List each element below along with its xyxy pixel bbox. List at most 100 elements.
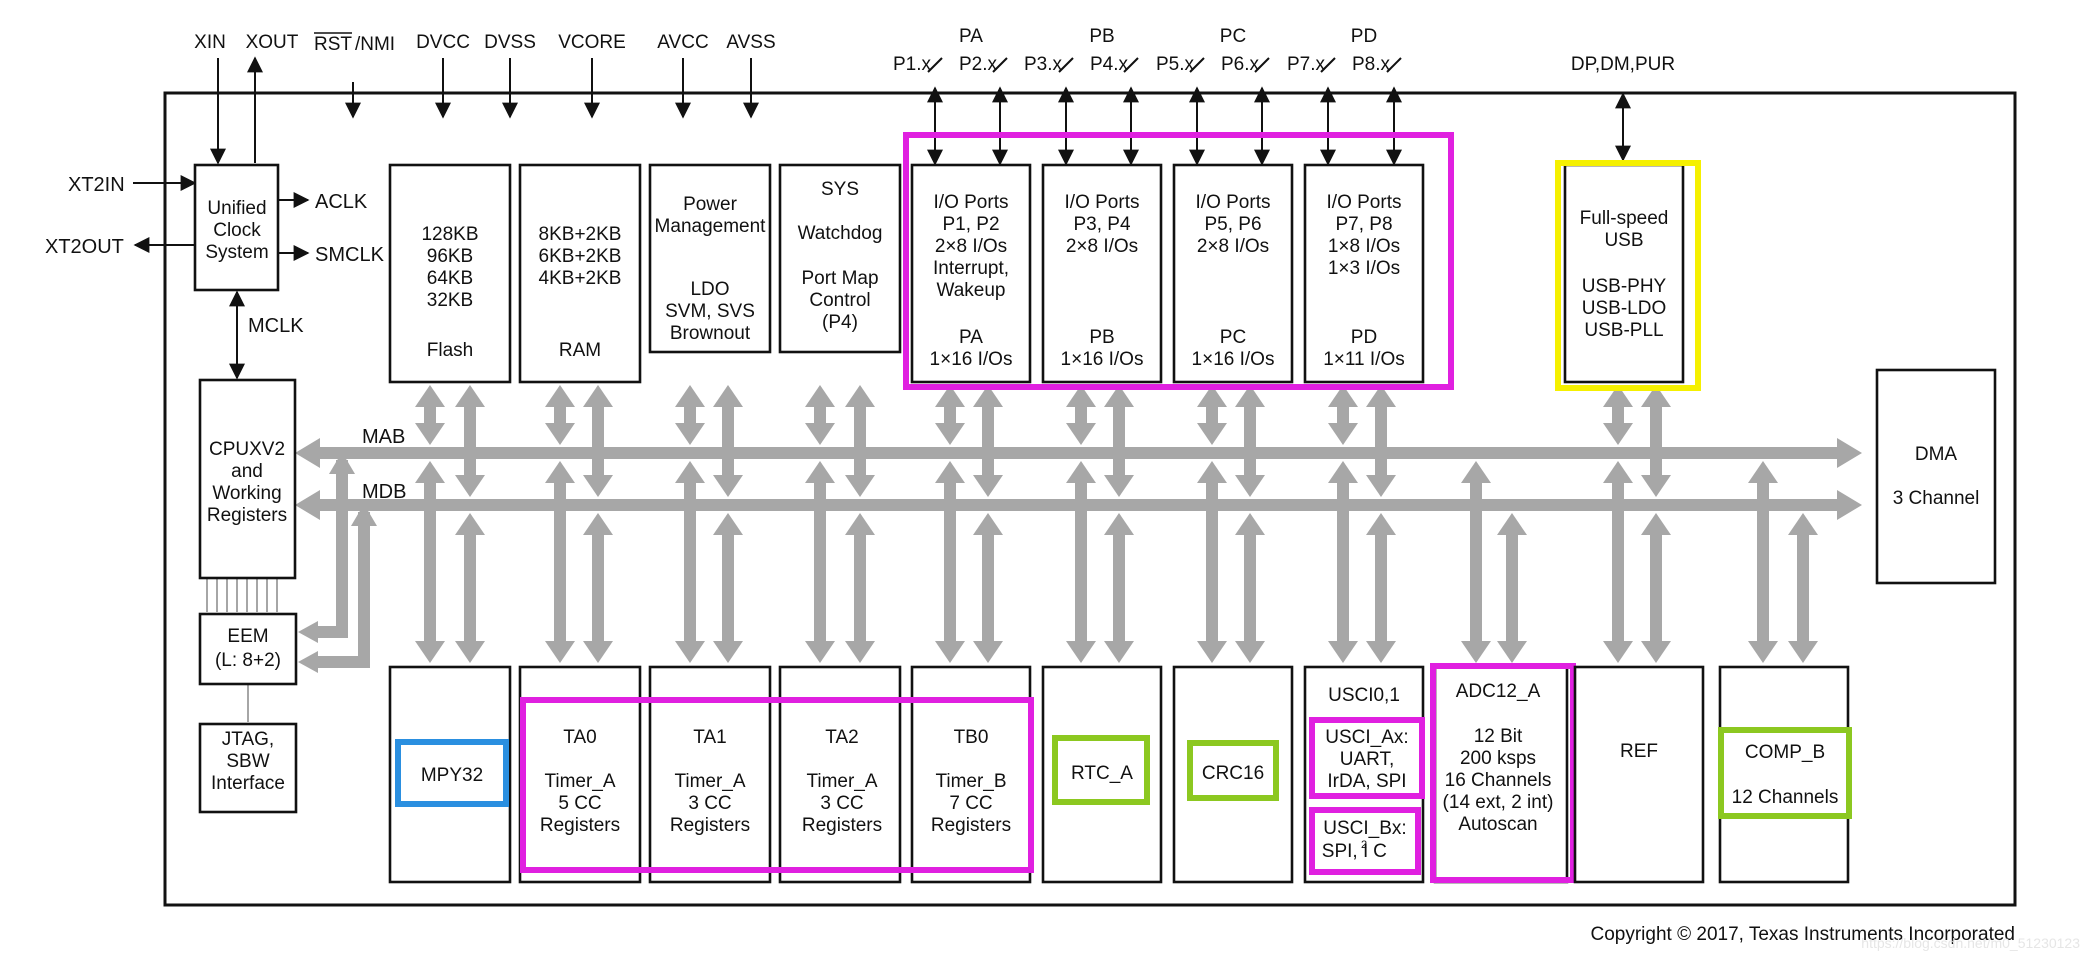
svg-text:1×16 I/Os: 1×16 I/Os	[1192, 349, 1275, 370]
svg-text:Full-speed: Full-speed	[1580, 208, 1669, 229]
usb-highlight	[1555, 160, 1701, 391]
svg-text:1×3 I/Os: 1×3 I/Os	[1328, 258, 1400, 279]
side-signal-labels: XT2IN XT2OUT ACLK SMCLK MCLK MAB MDB	[45, 174, 406, 503]
svg-text:P3, P4: P3, P4	[1073, 214, 1130, 235]
svg-text:COMP_B: COMP_B	[1745, 742, 1825, 763]
sys-block: SYS Watchdog Port Map Control (P4)	[778, 163, 902, 354]
svg-text:TA0: TA0	[563, 727, 596, 748]
svg-text:8KB+2KB: 8KB+2KB	[539, 224, 622, 245]
svg-text:RTC_A: RTC_A	[1071, 763, 1133, 784]
pin-rst: RST	[314, 34, 352, 55]
xt2out-label: XT2OUT	[45, 236, 124, 258]
svg-text:Control: Control	[809, 290, 870, 311]
port-pd: PD	[1351, 26, 1377, 47]
eem-line1: EEM	[227, 626, 268, 647]
svg-text:128KB: 128KB	[421, 224, 478, 245]
pin-p3: P3.x	[1024, 54, 1063, 75]
pin-avcc: AVCC	[657, 32, 708, 53]
io-ports-pd-block: I/O Ports P7, P8 1×8 I/Os 1×3 I/Os PD 1×…	[1303, 163, 1425, 384]
svg-text:I/O Ports: I/O Ports	[1196, 192, 1271, 213]
copyright: Copyright © 2017, Texas Instruments Inco…	[1591, 924, 2016, 945]
svg-text:P1, P2: P1, P2	[942, 214, 999, 235]
pin-xout: XOUT	[246, 32, 299, 53]
svg-text:Port Map: Port Map	[801, 268, 878, 289]
svg-text:64KB: 64KB	[427, 268, 473, 289]
mclk-label: MCLK	[248, 315, 304, 337]
jtag-line2: SBW	[226, 751, 269, 772]
svg-text:1×16 I/Os: 1×16 I/Os	[1061, 349, 1144, 370]
timers-highlight	[520, 697, 1034, 873]
jtag-line3: Interface	[211, 773, 285, 794]
svg-text:6KB+2KB: 6KB+2KB	[539, 246, 622, 267]
svg-text:I/O Ports: I/O Ports	[1065, 192, 1140, 213]
ucs-block: Unified Clock System	[193, 163, 280, 292]
pin-p1: P1.x	[893, 54, 932, 75]
power-management-block: Power Management LDO SVM, SVS Brownout	[648, 163, 772, 354]
io-ports-pc-block: I/O Ports P5, P6 2×8 I/Os PC 1×16 I/Os	[1172, 163, 1294, 384]
port-pb: PB	[1089, 26, 1114, 47]
svg-text:2: 2	[1361, 839, 1367, 851]
mdb-label: MDB	[362, 481, 406, 503]
mab-label: MAB	[362, 426, 405, 448]
svg-text:USB-LDO: USB-LDO	[1582, 298, 1666, 319]
svg-text:2×8 I/Os: 2×8 I/Os	[935, 236, 1007, 257]
svg-text:16 Channels: 16 Channels	[1445, 770, 1552, 791]
svg-text:I/O Ports: I/O Ports	[1327, 192, 1402, 213]
svg-text:SYS: SYS	[821, 179, 859, 200]
svg-text:P7, P8: P7, P8	[1335, 214, 1392, 235]
svg-text:DMA: DMA	[1915, 444, 1958, 465]
svg-text:PC: PC	[1220, 327, 1246, 348]
svg-text:TA2: TA2	[825, 727, 858, 748]
aclk-label: ACLK	[315, 191, 368, 213]
svg-text:1×16 I/Os: 1×16 I/Os	[930, 349, 1013, 370]
svg-text:I/O Ports: I/O Ports	[934, 192, 1009, 213]
svg-text:12 Channels: 12 Channels	[1732, 787, 1839, 808]
pin-usb: DP,DM,PUR	[1571, 54, 1675, 75]
svg-text:REF: REF	[1620, 741, 1658, 762]
svg-text:LDO: LDO	[690, 279, 729, 300]
svg-text:PD: PD	[1351, 327, 1377, 348]
pin-vcore: VCORE	[558, 32, 626, 53]
svg-text:USCI_Bx:: USCI_Bx:	[1323, 818, 1406, 839]
svg-text:12 Bit: 12 Bit	[1474, 726, 1523, 747]
ucs-line1: Unified	[207, 198, 266, 219]
adc12-block: ADC12_A 12 Bit 200 ksps 16 Channels (14 …	[1430, 663, 1576, 884]
io-ports-highlight	[903, 132, 1454, 390]
svg-text:5 CC: 5 CC	[558, 793, 601, 814]
pin-p4: P4.x	[1090, 54, 1129, 75]
svg-text:USB: USB	[1604, 230, 1643, 251]
pin-avss: AVSS	[726, 32, 775, 53]
pin-dvss: DVSS	[484, 32, 536, 53]
svg-text:USB-PLL: USB-PLL	[1584, 320, 1663, 341]
svg-text:2×8 I/Os: 2×8 I/Os	[1197, 236, 1269, 257]
port-pa: PA	[959, 26, 983, 47]
svg-text:4KB+2KB: 4KB+2KB	[539, 268, 622, 289]
top-pin-labels: XIN XOUT RST /NMI DVCC DVSS VCORE AVCC A…	[194, 26, 1675, 75]
io-ports-pa-block: I/O Ports P1, P2 2×8 I/Os Interrupt, Wak…	[910, 163, 1032, 384]
ucs-line2: Clock	[213, 220, 261, 241]
dma-block: DMA 3 Channel	[1875, 368, 1997, 585]
pin-p2: P2.x	[959, 54, 998, 75]
rtc-block: RTC_A	[1041, 665, 1163, 884]
svg-text:USCI0,1: USCI0,1	[1328, 685, 1400, 706]
svg-text:Interrupt,: Interrupt,	[933, 258, 1009, 279]
crc16-block: CRC16	[1172, 665, 1294, 884]
port-pc: PC	[1220, 26, 1246, 47]
svg-text:UART,: UART,	[1340, 749, 1395, 770]
svg-text:Autoscan: Autoscan	[1458, 814, 1537, 835]
svg-text:ADC12_A: ADC12_A	[1456, 681, 1541, 702]
comp-b-block: COMP_B 12 Channels	[1718, 665, 1852, 884]
svg-text:TA1: TA1	[693, 727, 726, 748]
svg-text:96KB: 96KB	[427, 246, 473, 267]
svg-text:7 CC: 7 CC	[949, 793, 992, 814]
usb-block: Full-speed USB USB-PHY USB-LDO USB-PLL	[1563, 163, 1685, 384]
mpy32-block: MPY32	[388, 665, 512, 884]
pin-nmi: /NMI	[355, 34, 395, 55]
svg-text:3 CC: 3 CC	[688, 793, 731, 814]
svg-text:32KB: 32KB	[427, 290, 473, 311]
svg-text:Brownout: Brownout	[670, 323, 751, 344]
cpu-line2: and	[231, 461, 263, 482]
svg-text:3 CC: 3 CC	[820, 793, 863, 814]
svg-text:Registers: Registers	[802, 815, 882, 836]
pin-p7: P7.x	[1287, 54, 1326, 75]
